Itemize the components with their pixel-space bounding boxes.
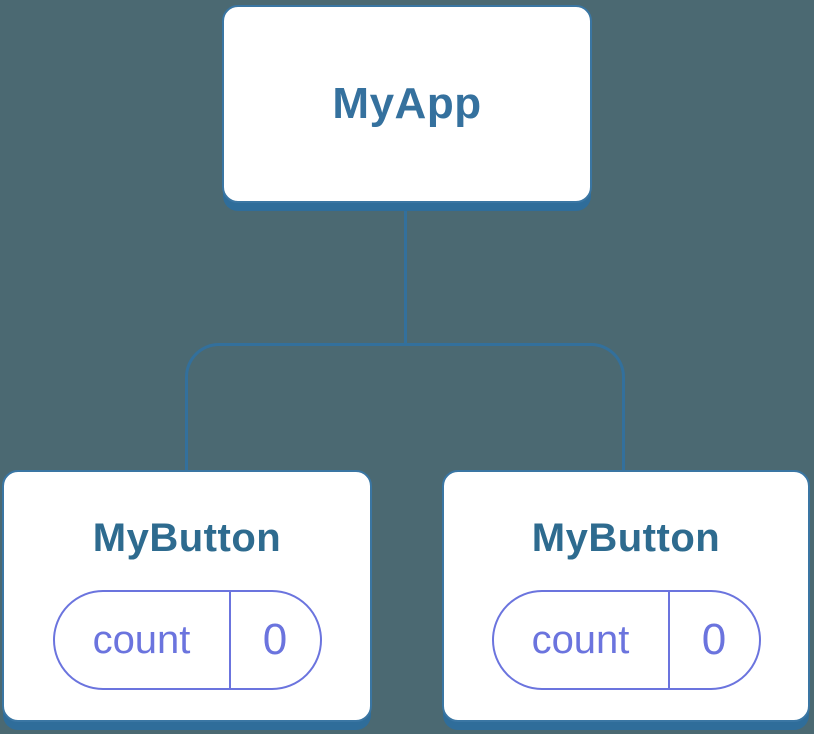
component-node-child-left: MyButton count 0 bbox=[2, 470, 372, 722]
state-pill-right: count 0 bbox=[491, 590, 761, 690]
component-node-child-right: MyButton count 0 bbox=[442, 470, 810, 722]
pill-divider-left bbox=[228, 592, 231, 688]
component-name-child-left: MyButton bbox=[92, 516, 282, 560]
state-name-left: count bbox=[92, 617, 191, 662]
state-name-right: count bbox=[531, 617, 630, 662]
state-value-left: 0 bbox=[262, 615, 288, 664]
connector-bracket bbox=[185, 343, 625, 470]
connector-stem bbox=[404, 211, 407, 344]
component-node-root: MyApp bbox=[222, 5, 592, 203]
state-pill-left: count 0 bbox=[52, 590, 322, 690]
component-name-child-right: MyButton bbox=[531, 516, 721, 560]
pill-divider-right bbox=[667, 592, 670, 688]
component-name-root: MyApp bbox=[332, 79, 482, 128]
state-value-right: 0 bbox=[701, 615, 727, 664]
